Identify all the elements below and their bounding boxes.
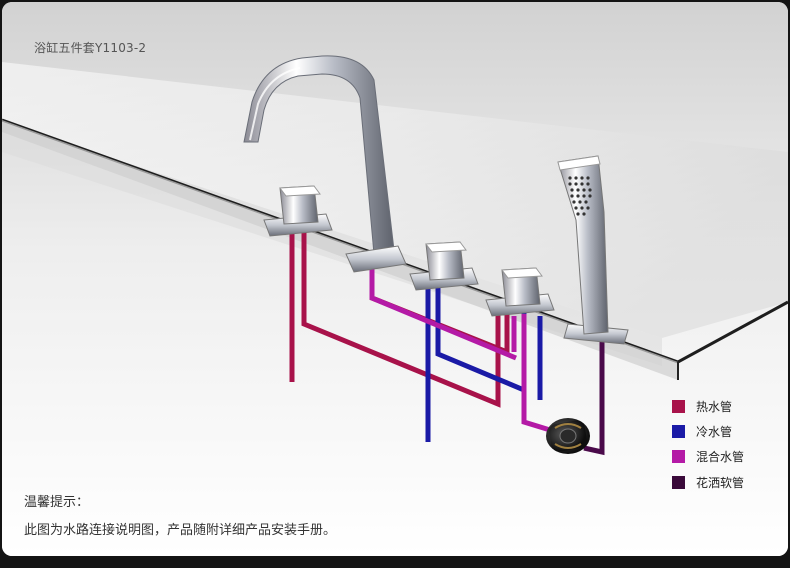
legend-swatch-hot: [672, 399, 685, 413]
shower-nozzles: [568, 176, 592, 216]
product-title: 浴缸五件套Y1103-2: [34, 41, 147, 55]
legend-swatch-mixed: [672, 449, 685, 463]
installation-diagram: [2, 2, 788, 556]
tip-text: 此图为水路连接说明图，产品随附详细产品安装手册。: [24, 523, 337, 538]
legend-item-mixed: 混合水管: [672, 448, 744, 464]
pipe-legend: 热水管 冷水管 混合水管 花洒软管: [672, 398, 744, 499]
legend-swatch-shower-hose: [672, 475, 685, 489]
legend-swatch-cold: [672, 424, 685, 438]
bath-spout: [243, 55, 407, 273]
hand-shower: [557, 155, 629, 345]
legend-item-shower-hose: 花洒软管: [672, 474, 744, 490]
shower-hose-pipe: [583, 338, 605, 456]
diagram-frame: 浴缸五件套Y1103-2 热水管 冷水管 混合水管 花洒软管 温馨提示： 此图为…: [2, 2, 788, 556]
handle-valve-left: [263, 185, 333, 237]
shower-hose: [583, 338, 605, 456]
hot-pipe-2: [301, 230, 501, 408]
legend-label-cold: 冷水管: [696, 424, 733, 439]
legend-label-hot: 热水管: [696, 399, 733, 414]
legend-label-shower-hose: 花洒软管: [696, 475, 745, 490]
legend-item-cold: 冷水管: [672, 423, 744, 439]
legend-item-hot: 热水管: [672, 398, 744, 414]
handle-valve-right: [485, 267, 555, 317]
mixed-pipe-2: [521, 314, 551, 433]
tip-heading: 温馨提示：: [24, 495, 90, 510]
diverter-valve: [546, 418, 590, 454]
legend-label-mixed: 混合水管: [696, 449, 745, 464]
handle-valve-middle: [409, 241, 479, 291]
